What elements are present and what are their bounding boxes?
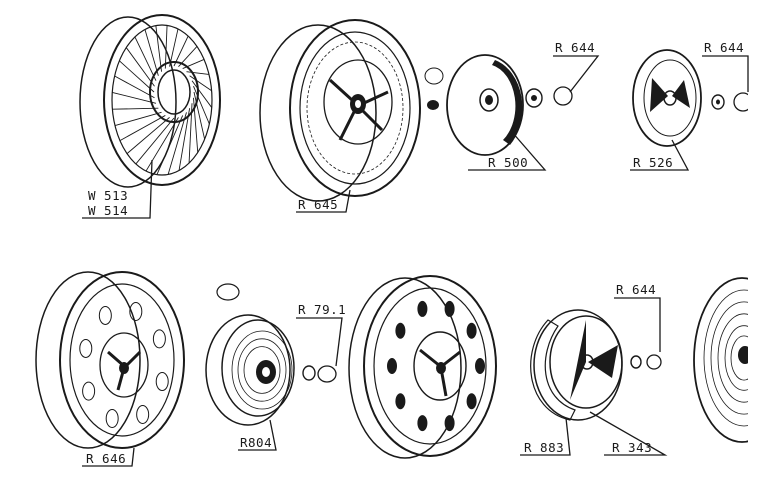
spoke	[144, 29, 159, 76]
vent-slot	[466, 322, 477, 339]
vent-slot	[136, 405, 150, 425]
part-labels: W 513 W 514 R 645 R 500 R 644 R 644 R 52…	[86, 40, 744, 466]
spoke	[114, 111, 162, 126]
hub-cap-r804	[205, 314, 295, 426]
washer-c	[302, 365, 316, 381]
label-r644-bottom: R 644	[616, 282, 656, 297]
vent-slot	[417, 300, 428, 317]
spoke	[156, 115, 184, 175]
vent-slot	[98, 305, 112, 325]
spoke	[125, 47, 155, 87]
trim-ring-r883	[530, 319, 576, 421]
label-r883: R 883	[524, 440, 564, 455]
wheel-nut-a	[553, 86, 573, 106]
leader-lines	[82, 55, 749, 467]
spoke	[126, 117, 170, 154]
spoke	[119, 115, 166, 141]
spoke	[186, 71, 210, 75]
spoke	[134, 36, 157, 81]
disc-wheel-r645	[259, 19, 421, 202]
spoke	[193, 86, 210, 125]
disc-wheel-large	[348, 275, 497, 459]
spoke	[155, 25, 162, 72]
vent-slot	[466, 393, 477, 410]
disc-wheel-r646	[35, 271, 185, 449]
label-w513: W 513	[88, 188, 128, 203]
vent-slot	[82, 381, 96, 401]
vent-slot	[395, 393, 406, 410]
washer-a	[525, 88, 543, 108]
ring	[703, 289, 778, 427]
vent-slot	[105, 408, 119, 428]
spoke	[189, 75, 212, 92]
label-r343: R 343	[612, 440, 652, 455]
label-r526: R 526	[633, 155, 673, 170]
vent-slot	[475, 358, 485, 374]
spoke	[178, 108, 191, 171]
vent-slot	[155, 372, 169, 392]
vent-slot	[152, 329, 166, 349]
washer-b	[711, 94, 725, 110]
vent-slot	[417, 415, 428, 432]
wheel-nut-d	[646, 354, 662, 370]
spoke	[119, 60, 155, 93]
vent-slot	[79, 338, 93, 358]
vent-slot	[444, 415, 455, 432]
label-w514: W 514	[88, 203, 128, 218]
washer-d	[630, 355, 642, 369]
label-r644-top-right: R 644	[704, 40, 744, 55]
hub-cap-r500	[446, 54, 524, 156]
spoke	[167, 112, 187, 175]
vent-slot	[395, 322, 406, 339]
wire-wheel	[79, 14, 221, 188]
label-r804: R804	[240, 435, 272, 450]
hub-cap-r526	[632, 49, 702, 147]
wheel-clip	[216, 283, 240, 301]
lug-nut-small	[424, 67, 444, 110]
spoke	[182, 58, 205, 69]
spoke	[135, 117, 175, 165]
vent-slot	[444, 300, 455, 317]
spoke	[173, 35, 189, 67]
spoke	[112, 107, 159, 110]
label-r645: R 645	[298, 197, 338, 212]
spoke	[193, 91, 206, 140]
label-r646: R 646	[86, 451, 126, 466]
ring	[231, 330, 293, 410]
page-margin	[748, 0, 778, 482]
spoke	[114, 75, 155, 99]
ring	[237, 338, 287, 402]
ring	[243, 346, 281, 394]
label-r644-top-mid: R 644	[555, 40, 595, 55]
hub-cap-r343	[533, 309, 623, 421]
vent-slot	[387, 358, 397, 374]
label-r500: R 500	[488, 155, 528, 170]
spoke	[191, 80, 213, 108]
spoke	[112, 91, 157, 104]
wheel-nut-c	[317, 365, 337, 383]
spoke	[169, 28, 179, 67]
spoke	[164, 25, 168, 69]
label-r791: R 79.1	[298, 302, 346, 317]
vent-slot	[129, 302, 143, 322]
